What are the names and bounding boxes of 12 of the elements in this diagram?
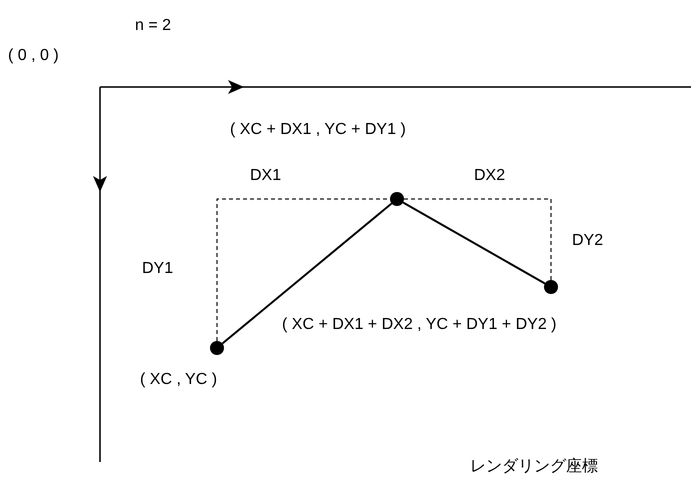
coordinate-label: ( XC + DX1 , YC + DY1 ) bbox=[230, 120, 406, 140]
line-segment bbox=[222, 202, 392, 344]
label-text: n = 2 bbox=[135, 16, 172, 36]
label-text: ( 0 , 0 ) bbox=[8, 46, 59, 66]
label-text: DX1 bbox=[250, 166, 282, 186]
line-segment bbox=[402, 202, 546, 284]
label-text: DY2 bbox=[572, 231, 604, 251]
label-text: DY1 bbox=[142, 259, 174, 279]
coordinate-label: ( XC + DX1 + DX2 , YC + DY1 + DY2 ) bbox=[282, 315, 556, 335]
coordinate-label: ( XC , YC ) bbox=[140, 370, 218, 390]
label-text: レンダリング座標 bbox=[470, 457, 598, 477]
label-text: DX2 bbox=[474, 166, 506, 186]
